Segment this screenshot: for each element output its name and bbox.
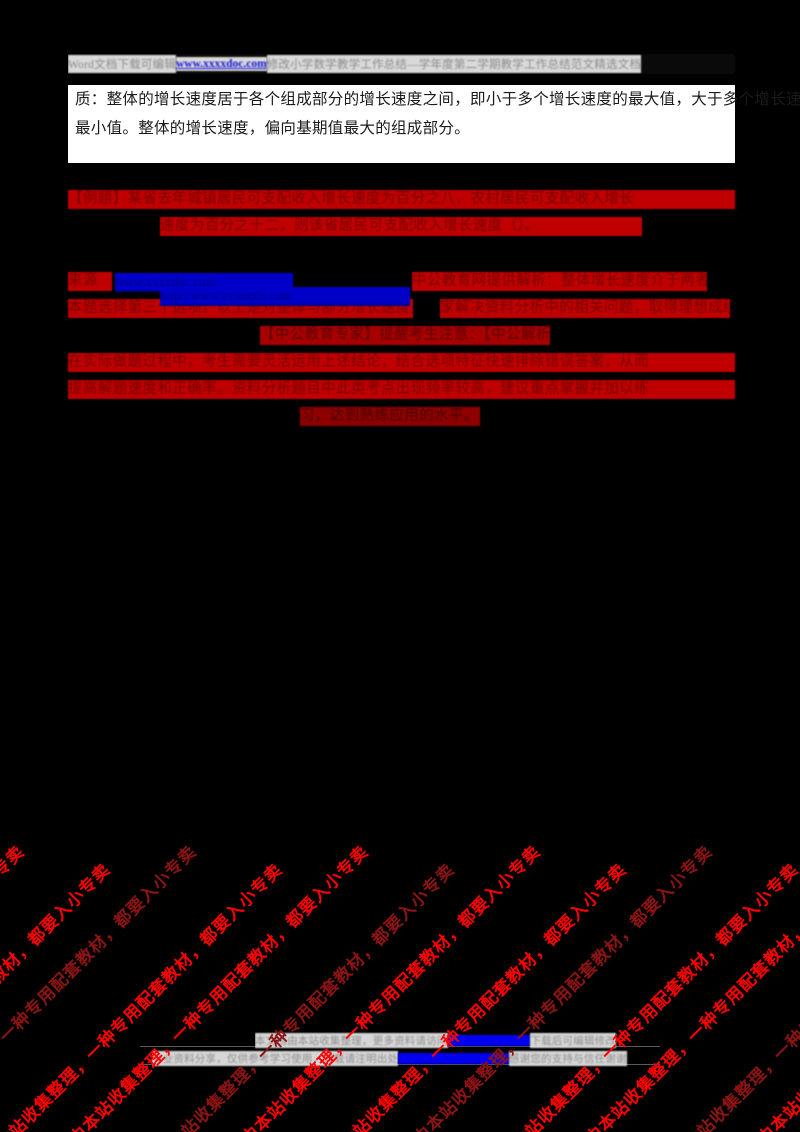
watermark-text: 本文档由本站收集整理，一种专用配套教材，都要入小专卖 [457,859,800,1132]
watermark-text: 本文档由本站收集整理，一种专用配套教材，都要入小专卖 [715,841,800,1132]
body-paragraph-block: 质：整体的增长速度居于各个组成部分的增长速度之间，即小于多个增长速度的最大值，大… [68,85,800,163]
document-header-line: Word文档下载可编辑 www.xxxxdoc.com 修改小学数学教学工作总结… [68,54,735,74]
watermark-text: 本文档由本站收集整理，一种专用配套教材，都要入小专卖 [0,841,201,1132]
header-suffix-text: 修改小学数学教学工作总结—学年度第二学期教学工作总结范文精选文档 [266,55,642,73]
watermark-text: 本文档由本站收集整理，一种专用配套教材，都要入小专卖 [0,841,29,1132]
obscured-text-line: 中公教育网提供解析：整体增长速度介于两者之间，即大于百分之八小于百分之十二，故 [412,272,707,291]
watermark-text: 本文档由本站收集整理，一种专用配套教材，都要入小专卖 [0,859,115,1132]
footer-2-prefix: 专业资料分享，仅供参考学习使用，转载请注明出处 [152,1051,399,1066]
watermark-text: 本文档由本站收集整理，一种专用配套教材，都要入小专卖 [371,841,717,1132]
header-prefix-text: Word文档下载可编辑 [68,55,176,73]
header-link[interactable]: www.xxxxdoc.com [175,57,267,71]
obscured-text-line: 习，达到熟练应用的水平。 [300,407,480,426]
footer-line-1: 本文档由本站收集整理，更多资料请访问 www.xxxxdoc.com 下载后可编… [255,1032,675,1049]
body-paragraph-line-2: 最小值。整体的增长速度，偏向基期值最大的组成部分。 [75,120,471,137]
footer-1-suffix: 下载后可编辑修改 [530,1033,617,1048]
obscured-text-line: 提高解题速度和正确率。资料分析题目中此类考点出现频率较高，建议重点掌握并加以练 [68,380,735,399]
obscured-text-line: 速度为百分之十二，则该省居民可支配收入增长速度（）。 [160,217,642,236]
obscured-text-line: 【中公教育专家】提醒考生注意：【中公解析】 [260,326,550,345]
watermark-text: 本文档由本站收集整理，一种专用配套教材，都要入小专卖 [113,859,459,1132]
watermark-text: 本文档由本站收集整理，一种专用配套教材，都要入小专卖 [629,859,800,1132]
watermark-text: 本文档由本站收集整理，一种专用配套教材，都要入小专卖 [285,859,631,1132]
obscured-text-line: 【例题】某省去年城镇居民可支配收入增长速度为百分之八，农村居民可支配收入增长 [68,190,735,209]
watermark-text: 本文档由本站收集整理，一种专用配套教材，都要入小专卖 [543,841,800,1132]
obscured-text-line: 在实际做题过程中，考生需要灵活运用上述结论，结合选项特征快速排除错误答案，从而 [68,353,735,372]
watermark-text: 本文档由本站收集整理，一种专用配套教材，都要入小专卖 [0,859,287,1132]
obscured-text-line: 来源 [68,272,112,291]
footer-divider-2 [140,1064,660,1065]
inline-hyperlink[interactable]: http://www.example.com [160,287,410,306]
footer-line-2: 专业资料分享，仅供参考学习使用，转载请注明出处 http://www.xxxxd… [152,1050,677,1067]
obscured-text-line: 家解决资料分析中的相关问题，取得理想成绩。 [440,299,730,318]
body-paragraph-line-1: 质：整体的增长速度居于各个组成部分的增长速度之间，即小于多个增长速度的最大值，大… [75,91,800,108]
footer-1-prefix: 本文档由本站收集整理，更多资料请访问 [255,1033,448,1048]
watermark-text: 本文档由本站收集整理，一种专用配套教材，都要入小专卖 [199,841,545,1132]
footer-2-suffix: 感谢您的支持与信任谢谢 [508,1051,627,1066]
watermark-text: 本文档由本站收集整理，一种专用配套教材，都要入小专卖 [27,841,373,1132]
footer-2-link[interactable]: http://www.xxxxdoc.com [398,1053,509,1064]
footer-1-link[interactable]: www.xxxxdoc.com [447,1035,531,1046]
